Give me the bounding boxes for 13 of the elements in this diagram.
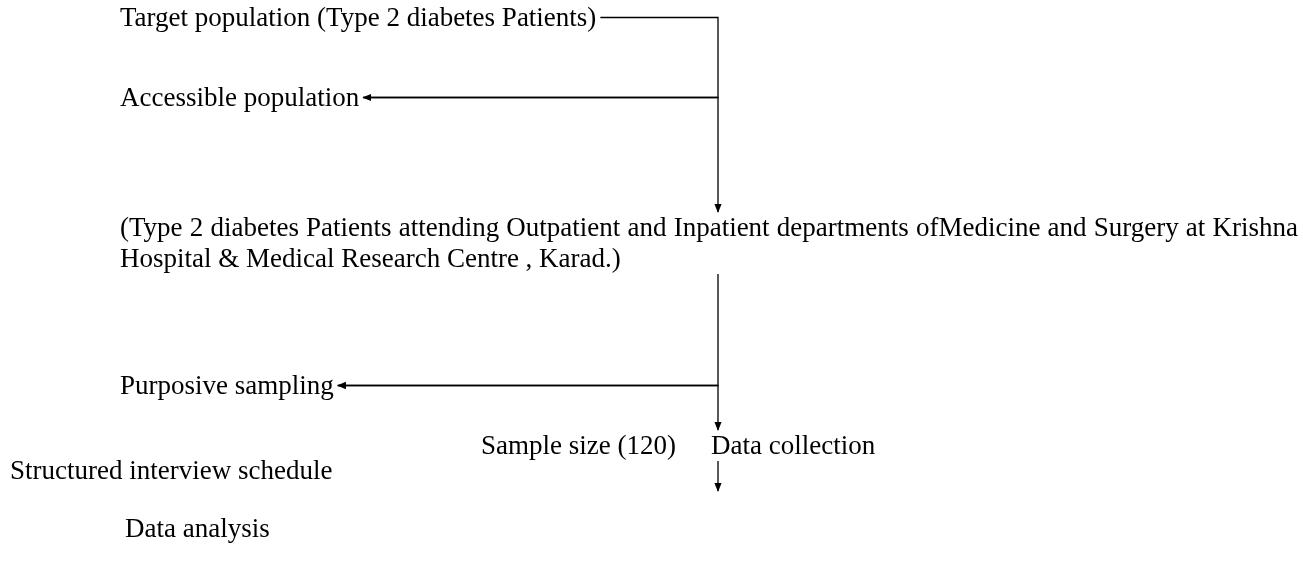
- arrow: [362, 16, 719, 102]
- flow-step-text: Data collection: [711, 430, 876, 461]
- flow-step-text: Purposive sampling: [120, 370, 334, 401]
- flow-step-text: Data analysis: [125, 513, 270, 544]
- arrow: [337, 384, 722, 431]
- flow-step-text: Accessible population: [120, 82, 360, 113]
- arrow: [362, 96, 722, 213]
- flow-step-text: Structured interview schedule: [10, 455, 333, 486]
- flow-step-text: Sample size (120): [481, 430, 676, 461]
- flow-step-text: (Type 2 diabetes Patients attending Outpatient and Inpatient departments ofMedicine and Surgery at Krishna Hospital & Medical Research Centre , Karad.): [120, 212, 1298, 274]
- flow-step-text: Target population (Type 2 diabetes Patients): [120, 2, 597, 33]
- arrow: [714, 460, 722, 492]
- arrow: [336, 273, 719, 390]
